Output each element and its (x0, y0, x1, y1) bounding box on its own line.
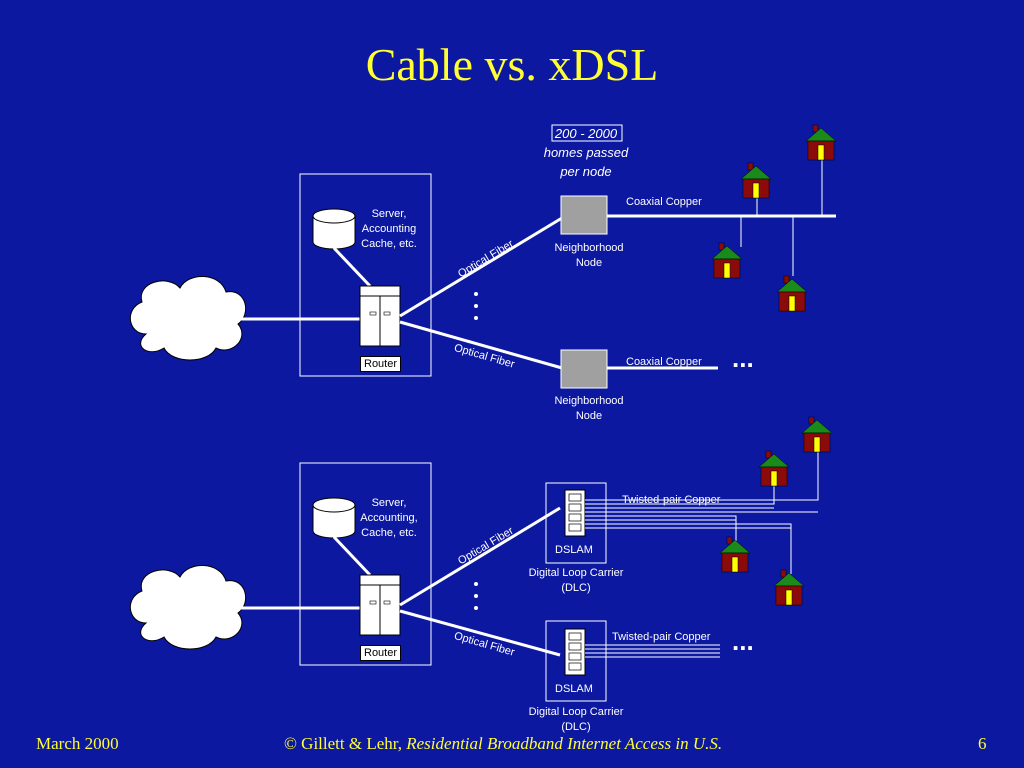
footer-date: March 2000 (36, 734, 119, 753)
xdsl-router-label: Router (360, 645, 402, 661)
dslam-icon (564, 628, 586, 676)
cable-fiber-bottom (399, 320, 563, 370)
xdsl-ellipsis: ... (732, 626, 754, 656)
cable-ellipsis: ... (732, 343, 754, 373)
dlc-box-1 (545, 482, 607, 564)
twisted-top-label: Twisted-pair Copper (622, 494, 721, 506)
cable-router-icon (359, 285, 401, 347)
house-icon (805, 124, 837, 161)
house-icon (711, 242, 743, 279)
dslam1-label: DSLAM (555, 544, 593, 556)
cable-fiber-top (399, 216, 563, 318)
xdsl-fiber-top (399, 506, 561, 607)
house-icon (740, 162, 772, 199)
dslam2-label: DSLAM (555, 683, 593, 695)
slide-title: Cable vs. xDSL (365, 39, 659, 90)
house-icon (776, 275, 808, 312)
house-icon (758, 450, 790, 487)
neighborhood-node-2 (560, 349, 608, 389)
xdsl-router-icon (359, 574, 401, 636)
cable-server-database-icon (312, 208, 356, 250)
house-icon (719, 536, 751, 573)
footer-page-number: 6 (978, 734, 987, 753)
xdsl-server-label: Server,Accounting,Cache, etc. (360, 497, 418, 539)
dlc2-label: Digital Loop Carrier(DLC) (528, 706, 624, 733)
coax-bottom-label: Coaxial Copper (626, 356, 702, 368)
dlc-box-2 (545, 620, 607, 702)
dlc1-label: Digital Loop Carrier(DLC) (528, 567, 624, 594)
cable-headend-box (299, 173, 432, 377)
cable-router-label: Router (360, 356, 402, 372)
footer-citation: © Gillett & Lehr, Residential Broadband … (284, 734, 723, 753)
twisted-bottom-label: Twisted-pair Copper (612, 631, 711, 643)
house-icon (801, 416, 833, 453)
house-icon (773, 569, 805, 606)
dslam-icon (564, 489, 586, 537)
xdsl-server-database-icon (312, 497, 356, 539)
xdsl-fiber-bottom (399, 609, 561, 657)
coax-top-label: Coaxial Copper (626, 196, 702, 208)
neighborhood-node-1 (560, 195, 608, 235)
xdsl-headend-box (299, 462, 432, 666)
